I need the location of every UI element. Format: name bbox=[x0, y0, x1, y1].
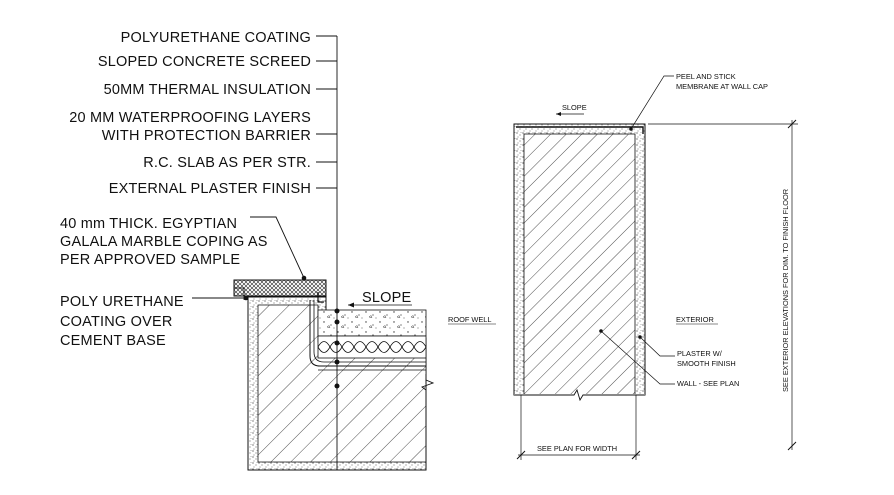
right-wall-cap-detail: SLOPE PEEL AND STICK MEMBRANE AT WALL CA… bbox=[448, 72, 798, 460]
exterior-label: EXTERIOR bbox=[676, 315, 714, 324]
wall-note: WALL - SEE PLAN bbox=[677, 379, 739, 388]
coating-note-line2: COATING OVER bbox=[60, 314, 173, 330]
coping-note-line2: GALALA MARBLE COPING AS bbox=[60, 234, 268, 250]
coating-note-line1: POLY URETHANE bbox=[60, 294, 184, 310]
callout-polyurethane-coating: POLYURETHANE COATING bbox=[121, 30, 311, 46]
left-parapet-detail: SLOPE POLYURETHANE COATING SLOPED CONCRE… bbox=[60, 30, 435, 471]
thermal-insulation bbox=[317, 335, 427, 359]
callout-external-plaster: EXTERNAL PLASTER FINISH bbox=[109, 181, 311, 197]
membrane-note-line2: MEMBRANE AT WALL CAP bbox=[676, 82, 768, 91]
coating-note-line3: CEMENT BASE bbox=[60, 333, 166, 349]
callout-sloped-screed: SLOPED CONCRETE SCREED bbox=[98, 54, 311, 70]
plaster-note-line1: PLASTER W/ bbox=[677, 349, 723, 358]
left-slope-label: SLOPE bbox=[362, 290, 411, 306]
coping-note-line1: 40 mm THICK. EGYPTIAN bbox=[60, 216, 237, 232]
marble-coping bbox=[233, 279, 327, 297]
roof-well-label: ROOF WELL bbox=[448, 315, 492, 324]
callout-thermal-insulation: 50MM THERMAL INSULATION bbox=[104, 82, 311, 98]
width-dimension-label: SEE PLAN FOR WIDTH bbox=[537, 444, 617, 453]
membrane-note-line1: PEEL AND STICK bbox=[676, 72, 736, 81]
callout-rc-slab: R.C. SLAB AS PER STR. bbox=[143, 155, 311, 171]
right-slope-label: SLOPE bbox=[562, 103, 587, 112]
height-dimension-label: SEE EXTERIOR ELEVATIONS FOR DIM. TO FINI… bbox=[781, 189, 790, 392]
callout-waterproofing-1: 20 MM WATERPROOFING LAYERS bbox=[69, 110, 311, 126]
plaster-note-line2: SMOOTH FINISH bbox=[677, 359, 736, 368]
callout-waterproofing-2: WITH PROTECTION BARRIER bbox=[102, 128, 311, 144]
coping-note-line3: PER APPROVED SAMPLE bbox=[60, 252, 240, 268]
wall-hatch bbox=[524, 134, 635, 395]
